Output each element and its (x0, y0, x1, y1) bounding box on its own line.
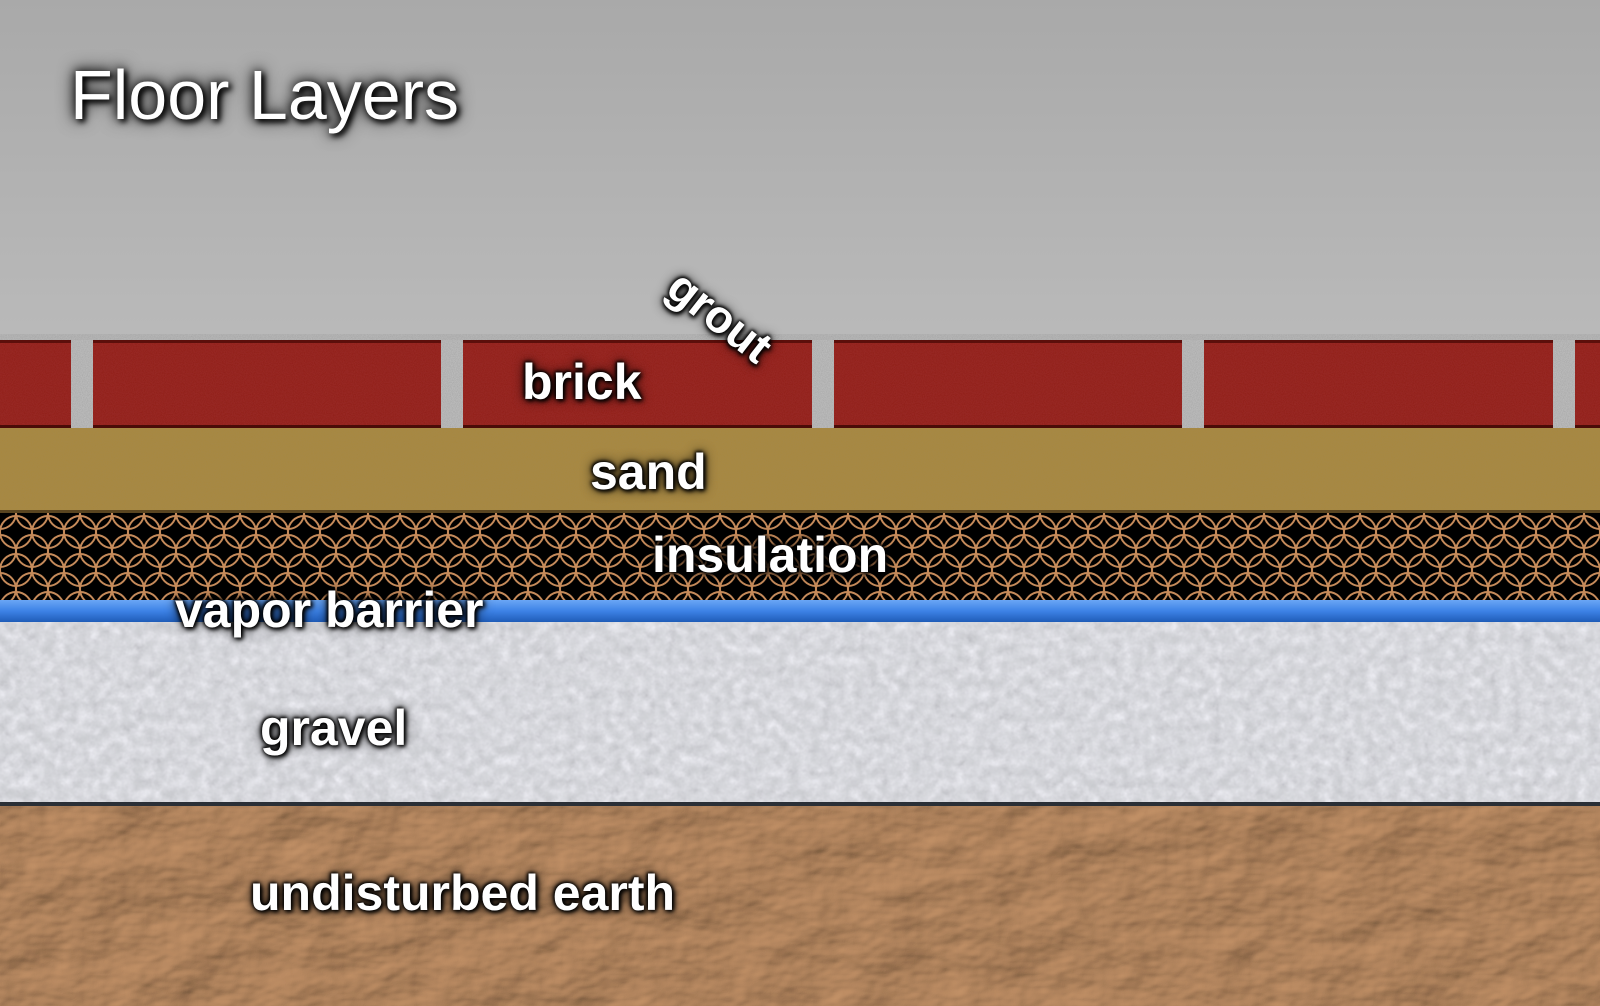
insulation-label: insulation (652, 527, 889, 583)
vapor-barrier-label: vapor barrier (175, 582, 484, 638)
earth-layer (0, 806, 1600, 1006)
sand-layer (0, 428, 1600, 513)
grout-top-line (0, 334, 1600, 340)
grout-joints (71, 340, 1575, 428)
undisturbed-earth-label: undisturbed earth (250, 865, 676, 921)
insulation-layer (0, 513, 1600, 602)
brick-layer (0, 340, 1600, 428)
diagram-title: Floor Layers (70, 56, 460, 134)
gravel-label: gravel (260, 700, 408, 756)
brick-label: brick (522, 354, 642, 410)
vapor-barrier-layer (0, 600, 1600, 622)
gravel-layer (0, 622, 1600, 806)
sand-label: sand (590, 444, 707, 500)
sand-bottom-edge (0, 510, 1600, 513)
